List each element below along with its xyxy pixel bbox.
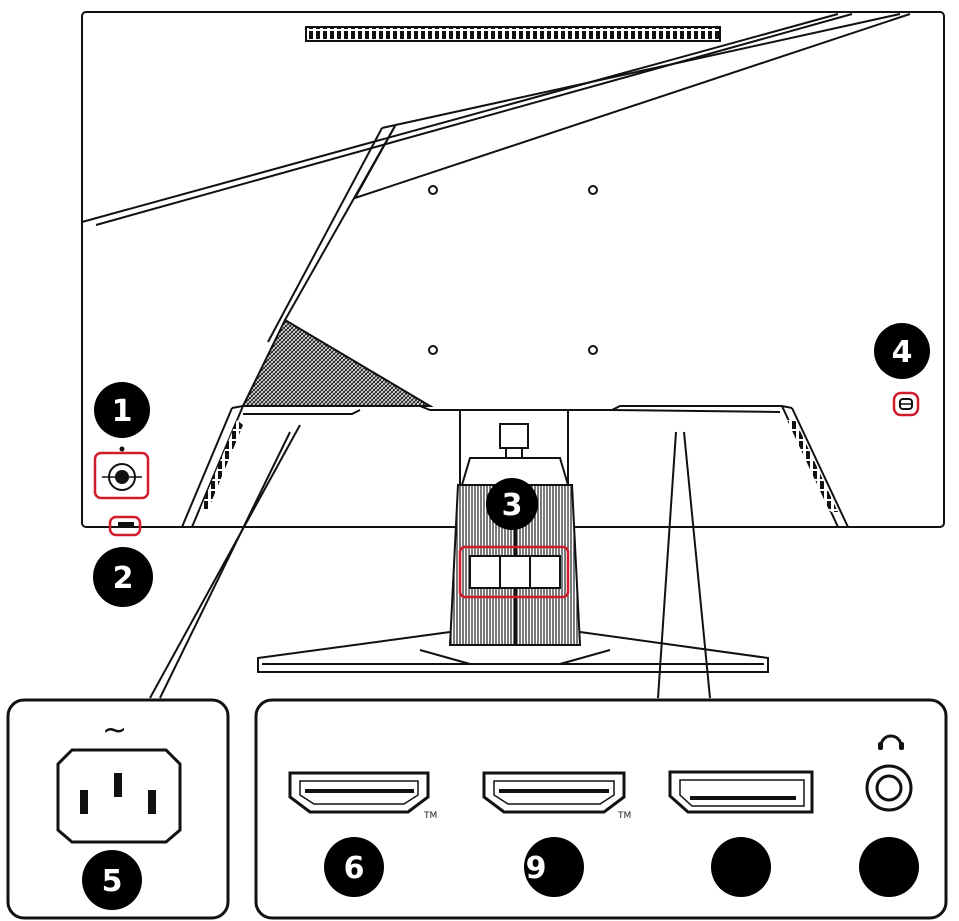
svg-text:9: 9 [526,851,547,886]
monitor-back [81,11,945,528]
callout-badges: 1 2 3 4 5 6 9 [82,323,930,910]
vesa-hole [588,345,598,355]
callout-badge: 1 [94,382,150,438]
callout-badge: 5 [82,850,142,910]
top-vent [305,26,721,42]
hatched-wedge [241,318,434,407]
callout-badge: 9 [524,837,584,897]
callout-badge: 2 [93,547,153,607]
stand-neck [459,409,570,523]
svg-text:6: 6 [344,851,365,886]
hdmi-trademark: TM [423,811,437,821]
svg-text:1: 1 [112,394,133,429]
svg-text:4: 4 [892,335,913,370]
ac-symbol: ~ [102,713,127,748]
cable-clip-highlight [458,545,570,599]
vesa-hole [588,185,598,195]
svg-text:2: 2 [113,561,134,596]
kensington-lock-icon [892,391,920,417]
diagonal-panel-lines [81,13,911,343]
vesa-holes [428,185,598,355]
hdmi-trademark: TM [617,811,631,821]
power-button-icon [93,446,150,500]
vesa-hole [428,185,438,195]
leader-lines [149,424,711,699]
callout-badge [711,837,771,897]
svg-text:3: 3 [502,488,523,523]
left-grille-fill [200,420,243,510]
left-grille [181,405,244,528]
displayport-icon [668,770,814,814]
power-panel: ~ [6,698,230,920]
callout-badge: 3 [486,478,538,530]
ac-inlet-icon [56,748,182,844]
svg-text:5: 5 [102,864,123,899]
cable-clip [469,555,561,589]
callout-badge: 4 [874,323,930,379]
right-grille-fill [787,420,838,512]
headphone-icon [865,734,913,812]
hdmi-port-icon: TM [482,771,631,821]
io-panel: TM TM [254,698,948,920]
stand-base [257,631,769,673]
callout-badge: 6 [324,837,384,897]
hdmi-port-icon: TM [288,771,437,821]
callout-badge [859,837,919,897]
vesa-hole [428,345,438,355]
joystick-icon [108,515,142,537]
